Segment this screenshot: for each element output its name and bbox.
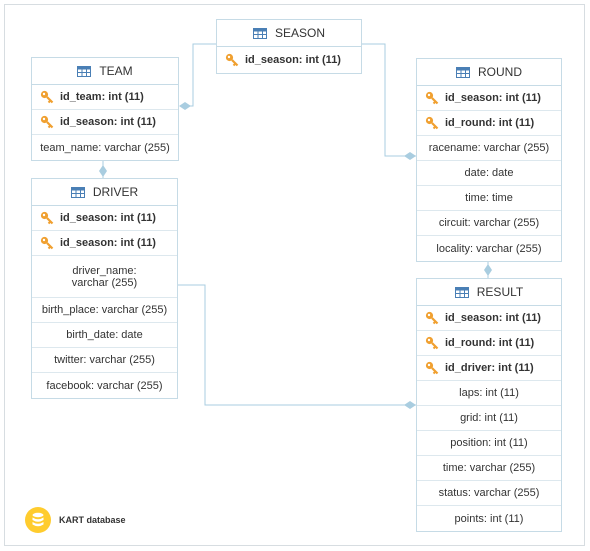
field-row: birth_date: date xyxy=(32,323,177,348)
field-label: id_season: int (11) xyxy=(445,312,541,324)
table-title: TEAM xyxy=(99,64,133,78)
database-label: KART database xyxy=(25,507,126,533)
field-row: facebook: varchar (255) xyxy=(32,373,177,398)
link-diamond xyxy=(99,165,107,177)
key-icon xyxy=(425,311,439,325)
field-label: points: int (11) xyxy=(454,512,524,525)
pk-row: id_round: int (11) xyxy=(417,111,561,136)
link-driver-result xyxy=(178,284,416,406)
table-title: ROUND xyxy=(478,65,522,79)
table-title: RESULT xyxy=(476,285,524,299)
table-icon xyxy=(456,66,470,78)
link-team-season xyxy=(185,43,216,107)
field-row: circuit: varchar (255) xyxy=(417,211,561,236)
link-diamond xyxy=(404,401,416,409)
field-label: id_season: int (11) xyxy=(60,116,156,128)
table-season[interactable]: SEASON id_season: int (11) xyxy=(216,19,362,74)
field-label: team_name: varchar (255) xyxy=(40,141,170,154)
table-title: DRIVER xyxy=(92,185,139,199)
link-diamond xyxy=(484,264,492,276)
table-driver[interactable]: DRIVER id_season: int (11) id_season: in… xyxy=(31,178,178,399)
table-team[interactable]: TEAM id_team: int (11) id_season: int (1… xyxy=(31,57,179,161)
key-icon xyxy=(40,236,54,250)
key-icon xyxy=(40,211,54,225)
key-icon xyxy=(225,53,239,67)
field-label: circuit: varchar (255) xyxy=(438,217,540,229)
database-name: KART database xyxy=(59,515,126,525)
pk-row: id_season: int (11) xyxy=(32,206,177,231)
field-row: racename: varchar (255) xyxy=(417,136,561,161)
field-label: locality: varchar (255) xyxy=(436,242,542,255)
field-label: id_driver: int (11) xyxy=(445,362,534,374)
field-label: id_season: int (11) xyxy=(60,212,156,224)
field-label: id_team: int (11) xyxy=(60,91,144,103)
field-label: facebook: varchar (255) xyxy=(46,379,163,392)
field-label: time: varchar (255) xyxy=(442,462,536,474)
field-label: racename: varchar (255) xyxy=(428,142,550,154)
table-header: DRIVER xyxy=(32,179,177,206)
field-label: id_round: int (11) xyxy=(445,117,535,129)
field-row: grid: int (11) xyxy=(417,406,561,431)
field-label: twitter: varchar (255) xyxy=(54,354,155,366)
table-header: RESULT xyxy=(417,279,561,306)
key-icon xyxy=(40,90,54,104)
table-result[interactable]: RESULT id_season: int (11) id_round: int… xyxy=(416,278,562,532)
key-icon xyxy=(425,361,439,375)
table-header: ROUND xyxy=(417,59,561,86)
table-icon xyxy=(77,65,92,77)
table-icon xyxy=(70,186,85,198)
field-label: birth_place: varchar (255) xyxy=(41,304,168,316)
pk-row: id_season: int (11) xyxy=(417,306,561,331)
field-row: points: int (11) xyxy=(417,506,561,531)
table-round[interactable]: ROUND id_season: int (11) id_round: int … xyxy=(416,58,562,262)
link-diamond xyxy=(404,152,416,160)
key-icon xyxy=(425,336,439,350)
field-label: status: varchar (255) xyxy=(438,487,540,499)
field-row: locality: varchar (255) xyxy=(417,236,561,261)
field-label: id_season: int (11) xyxy=(245,54,341,66)
field-label: birth_date: date xyxy=(66,329,143,341)
table-header: TEAM xyxy=(32,58,178,85)
field-label: time: time xyxy=(465,192,513,204)
field-label: position: int (11) xyxy=(450,437,528,449)
key-icon xyxy=(40,115,54,129)
pk-row: id_team: int (11) xyxy=(32,85,178,110)
field-label: date: date xyxy=(464,167,514,179)
field-row: birth_place: varchar (255) xyxy=(32,298,177,323)
field-label: driver_name: varchar (255) xyxy=(71,264,138,289)
field-row: laps: int (11) xyxy=(417,381,561,406)
table-icon xyxy=(454,286,469,298)
table-header: SEASON xyxy=(217,20,361,47)
field-label: grid: int (11) xyxy=(460,412,518,424)
key-icon xyxy=(425,91,439,105)
field-label: laps: int (11) xyxy=(459,387,519,399)
pk-row: id_season: int (11) xyxy=(32,110,178,135)
pk-row: id_season: int (11) xyxy=(417,86,561,111)
field-label: id_round: int (11) xyxy=(445,337,535,349)
field-label: id_season: int (11) xyxy=(60,237,156,249)
field-row: twitter: varchar (255) xyxy=(32,348,177,373)
field-row: time: time xyxy=(417,186,561,211)
table-title: SEASON xyxy=(274,26,325,40)
pk-row: id_round: int (11) xyxy=(417,331,561,356)
field-label: id_season: int (11) xyxy=(445,92,541,104)
table-icon xyxy=(252,27,267,39)
field-row: time: varchar (255) xyxy=(417,456,561,481)
key-icon xyxy=(425,116,439,130)
link-diamond xyxy=(179,102,191,110)
field-row: position: int (11) xyxy=(417,431,561,456)
diagram-canvas: SEASON id_season: int (11) TEAM id_team:… xyxy=(4,4,585,546)
field-row: driver_name: varchar (255) xyxy=(32,256,177,298)
link-season-round xyxy=(362,43,416,157)
relationship-lines xyxy=(99,43,492,409)
database-icon xyxy=(25,507,51,533)
pk-row: id_season: int (11) xyxy=(217,47,361,73)
pk-row: id_driver: int (11) xyxy=(417,356,561,381)
field-row: date: date xyxy=(417,161,561,186)
field-row: status: varchar (255) xyxy=(417,481,561,506)
pk-row: id_season: int (11) xyxy=(32,231,177,256)
field-row: team_name: varchar (255) xyxy=(32,135,178,160)
